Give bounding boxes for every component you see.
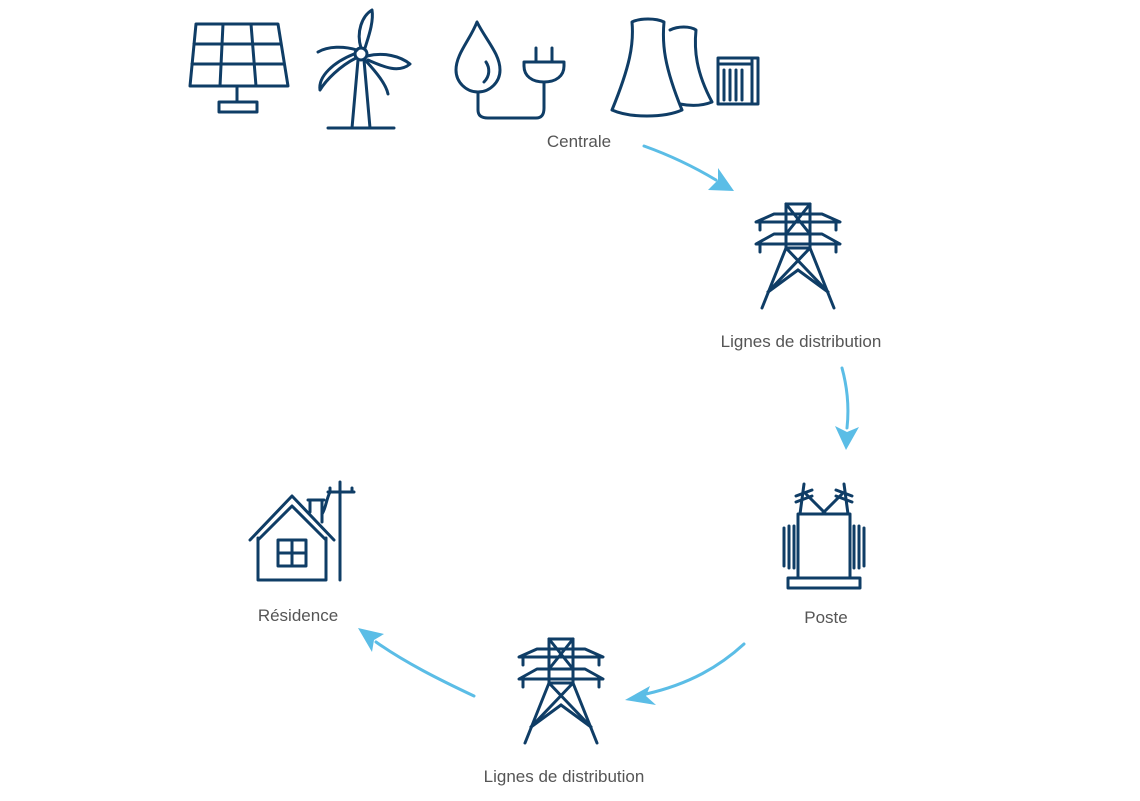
substation-node: Poste: [782, 482, 866, 627]
transformer-icon: [782, 482, 866, 590]
substation-label: Poste: [804, 608, 847, 627]
house-icon: [248, 480, 356, 582]
cooling-towers-icon: [610, 17, 760, 118]
solar-panel-icon: [188, 22, 290, 114]
transmission-top-label: Lignes de distribution: [721, 332, 882, 351]
residence-label: Résidence: [258, 606, 338, 625]
power-plant-node: Centrale: [188, 8, 760, 151]
transmission-bottom-label: Lignes de distribution: [484, 767, 645, 786]
power-plant-label: Centrale: [547, 132, 611, 151]
flow-arrow-plant-to-lines: [642, 144, 734, 191]
transmission-bottom-node: Lignes de distribution: [484, 637, 645, 786]
flow-arrow-substation-to-lines: [625, 642, 746, 705]
wind-turbine-icon: [316, 8, 412, 130]
hydro-plug-icon: [454, 20, 566, 120]
flow-arrow-lines-to-substation: [835, 366, 859, 450]
flow-arrow-lines-to-residence: [358, 628, 476, 698]
residence-node: Résidence: [248, 480, 356, 625]
transmission-tower-icon: [754, 202, 842, 310]
transmission-top-node: Lignes de distribution: [721, 202, 882, 351]
transmission-tower-icon: [517, 637, 605, 745]
